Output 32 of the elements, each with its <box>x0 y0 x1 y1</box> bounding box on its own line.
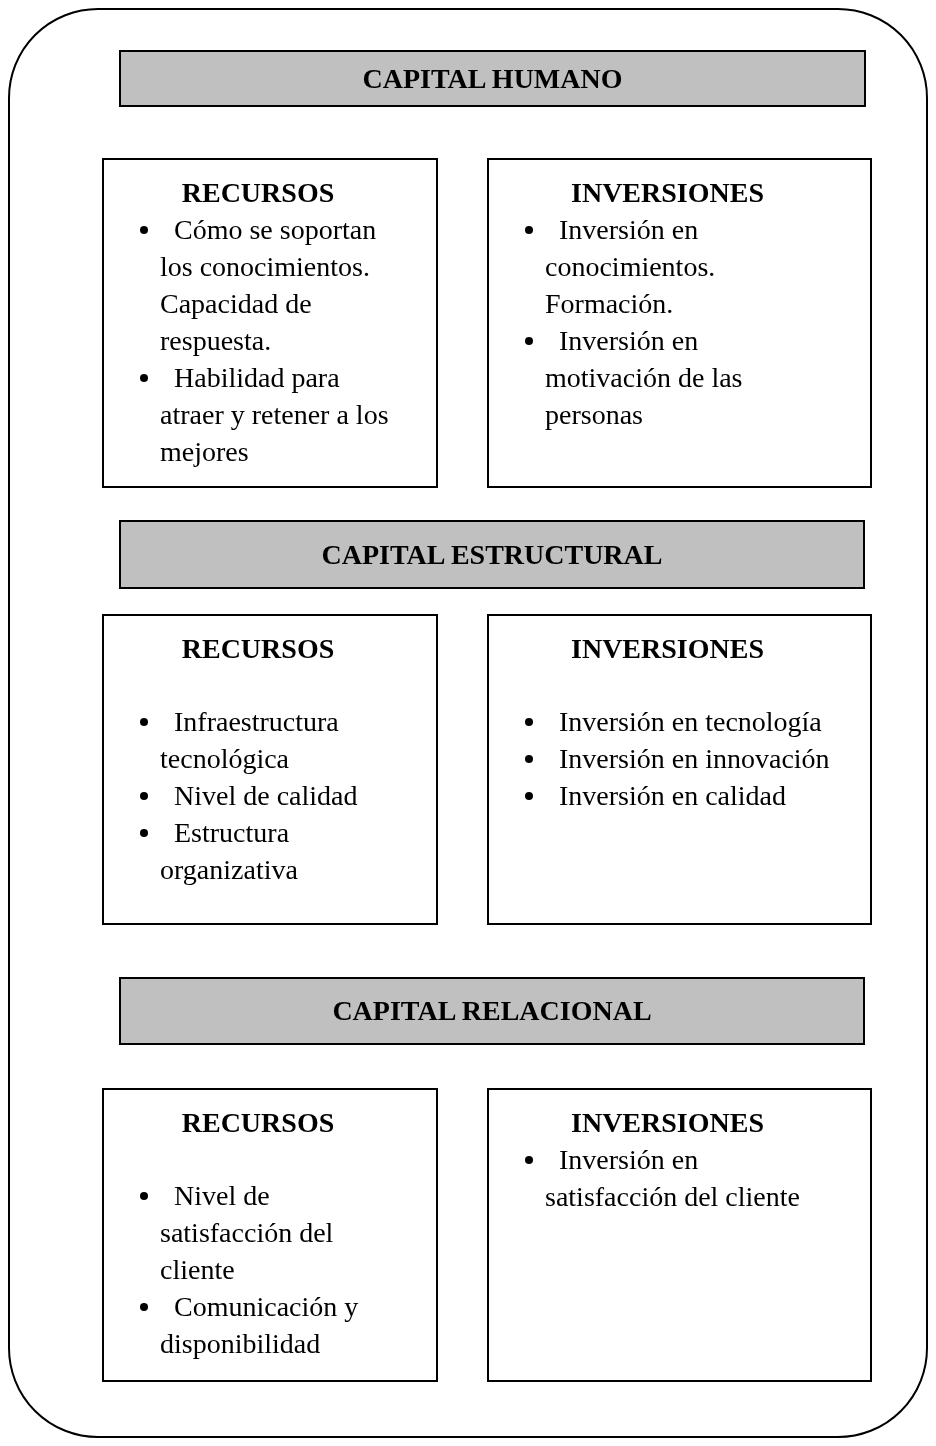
card-heading: INVERSIONES <box>570 176 765 210</box>
card-heading: INVERSIONES <box>570 632 765 666</box>
card-heading: RECURSOS <box>180 1106 336 1140</box>
outer-rounded-frame <box>8 8 928 1438</box>
bullet-text: Estructura organizativa <box>160 817 298 885</box>
section-header-bar <box>119 50 866 107</box>
card-heading: RECURSOS <box>180 176 336 210</box>
section-header-bar <box>119 977 865 1045</box>
category-card <box>487 614 872 925</box>
bullet-text: Infraestructura tecnológica <box>160 706 339 774</box>
bullet-text: Inversión en conocimientos. Formación. <box>545 214 716 319</box>
section-title: CAPITAL ESTRUCTURAL <box>321 538 663 571</box>
section-title: CAPITAL RELACIONAL <box>332 995 652 1027</box>
bullet-text: Habilidad para atraer y retener a los mejores <box>160 362 389 467</box>
section-title: CAPITAL HUMANO <box>362 62 623 95</box>
category-card <box>102 158 438 488</box>
card-heading: INVERSIONES <box>570 1106 765 1140</box>
bullet-text: Cómo se soportan los conocimientos. Capacidad de respuesta. <box>160 214 377 356</box>
bullet-text: Inversión en satisfacción del cliente <box>545 1144 800 1212</box>
category-card <box>102 614 438 925</box>
bullet-text: Nivel de satisfacción del cliente <box>160 1180 334 1285</box>
category-card <box>487 1088 872 1382</box>
bullet-text: Inversión en motivación de las personas <box>545 325 743 430</box>
category-card <box>487 158 872 488</box>
card-heading: RECURSOS <box>180 632 336 666</box>
bullet-text: Nivel de calidad <box>174 780 358 811</box>
bullet-text: Inversión en tecnología <box>559 706 822 737</box>
category-card <box>102 1088 438 1382</box>
section-header-bar <box>119 520 865 589</box>
bullet-text: Comunicación y disponibilidad <box>160 1291 359 1359</box>
bullet-text: Inversión en calidad <box>559 780 787 811</box>
bullet-text: Inversión en innovación <box>559 743 830 774</box>
